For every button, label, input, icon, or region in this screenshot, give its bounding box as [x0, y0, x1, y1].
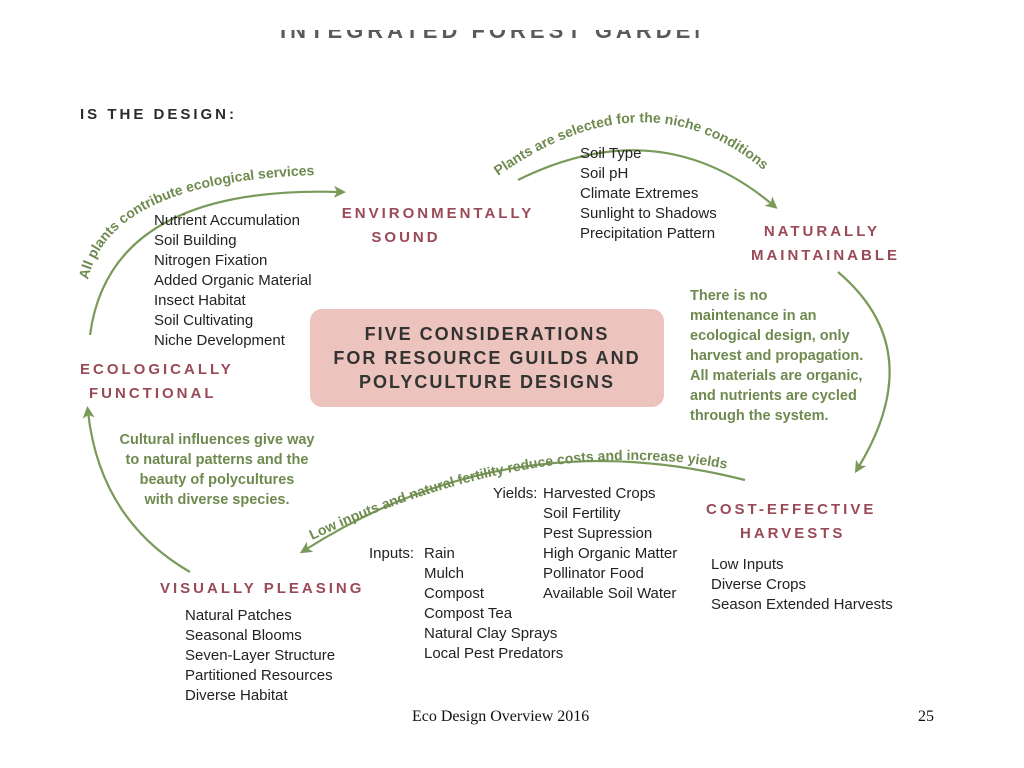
cost-effective-heading: COST-EFFECTIVE HARVESTS	[706, 501, 877, 542]
list-item: Diverse Habitat	[185, 687, 288, 704]
list-item: Harvested Crops	[543, 485, 656, 502]
list-item: Precipitation Pattern	[580, 225, 716, 242]
environmentally-sound-list: Soil Type Soil pH Climate Extremes Sunli…	[580, 144, 717, 244]
yields-label: Yields:	[493, 485, 538, 502]
list-item: Seven-Layer Structure	[185, 647, 336, 664]
list-item: Soil pH	[580, 165, 629, 182]
center-line: POLYCULTURE DESIGNS	[358, 372, 616, 392]
arrow-env-to-nat	[517, 149, 778, 209]
list-item: Rain	[424, 545, 455, 562]
visually-pleasing-heading: VISUALLY PLEASING	[160, 580, 365, 597]
list-item: Available Soil Water	[543, 585, 677, 602]
yields-list: Harvested Crops Soil Fertility Pest Supr…	[543, 484, 677, 604]
list-item: Soil Fertility	[543, 505, 621, 522]
list-item: Low Inputs	[711, 556, 784, 573]
list-item: Seasonal Blooms	[185, 627, 302, 644]
list-item: Nutrient Accumulation	[154, 212, 300, 229]
page-number: 25	[918, 708, 934, 725]
intro-heading: IS THE DESIGN:	[80, 106, 238, 123]
list-item: Pollinator Food	[543, 565, 644, 582]
ecologically-functional-list: Nutrient Accumulation Soil Building Nitr…	[154, 211, 312, 351]
five-considerations-box: FIVE CONSIDERATIONS FOR RESOURCE GUILDS …	[310, 309, 664, 407]
cultural-note: Cultural influences give way to natural …	[119, 432, 315, 508]
list-item: Sunlight to Shadows	[580, 205, 717, 222]
list-item: Climate Extremes	[580, 185, 699, 202]
center-line: FIVE CONSIDERATIONS	[364, 324, 610, 344]
list-item: Added Organic Material	[154, 272, 312, 289]
inputs-list: Rain Mulch Compost Compost Tea Natural C…	[424, 544, 563, 664]
footer-text: Eco Design Overview 2016	[412, 708, 590, 725]
environmentally-sound-heading: ENVIRONMENTALLY SOUND	[341, 205, 535, 246]
list-item: Mulch	[424, 565, 465, 582]
list-item: Compost Tea	[424, 605, 513, 622]
list-item: Soil Type	[580, 145, 642, 162]
inputs-label: Inputs:	[369, 545, 415, 562]
arrow-eco-to-env	[88, 185, 346, 336]
partial-title-text: INTEGRATED FOREST GARDENING	[280, 30, 700, 43]
list-item: Local Pest Predators	[424, 645, 564, 662]
arrow-nat-to-cost	[837, 271, 891, 474]
center-line: FOR RESOURCE GUILDS AND	[333, 348, 641, 368]
list-item: High Organic Matter	[543, 545, 678, 562]
arrow-cost-to-visual	[299, 459, 746, 554]
list-item: Natural Clay Sprays	[424, 625, 558, 642]
ecologically-functional-heading: ECOLOGICALLY FUNCTIONAL	[80, 361, 234, 402]
naturally-maintainable-note: There is no maintenance in an ecological…	[690, 288, 864, 424]
partial-title: INTEGRATED FOREST GARDENING	[280, 30, 700, 50]
visually-pleasing-list: Natural Patches Seasonal Blooms Seven-La…	[185, 606, 335, 706]
list-item: Pest Supression	[543, 525, 653, 542]
naturally-maintainable-heading: NATURALLY MAINTAINABLE	[750, 223, 900, 264]
list-item: Nitrogen Fixation	[154, 252, 268, 269]
list-item: Season Extended Harvests	[711, 596, 893, 613]
cost-effective-list: Low Inputs Diverse Crops Season Extended…	[711, 555, 893, 615]
list-item: Insect Habitat	[154, 292, 246, 309]
list-item: Soil Cultivating	[154, 312, 254, 329]
list-item: Diverse Crops	[711, 576, 807, 593]
list-item: Natural Patches	[185, 607, 292, 624]
list-item: Compost	[424, 585, 485, 602]
list-item: Partitioned Resources	[185, 667, 333, 684]
arrow-visual-to-eco	[82, 406, 191, 573]
list-item: Niche Development	[154, 332, 285, 349]
list-item: Soil Building	[154, 232, 237, 249]
